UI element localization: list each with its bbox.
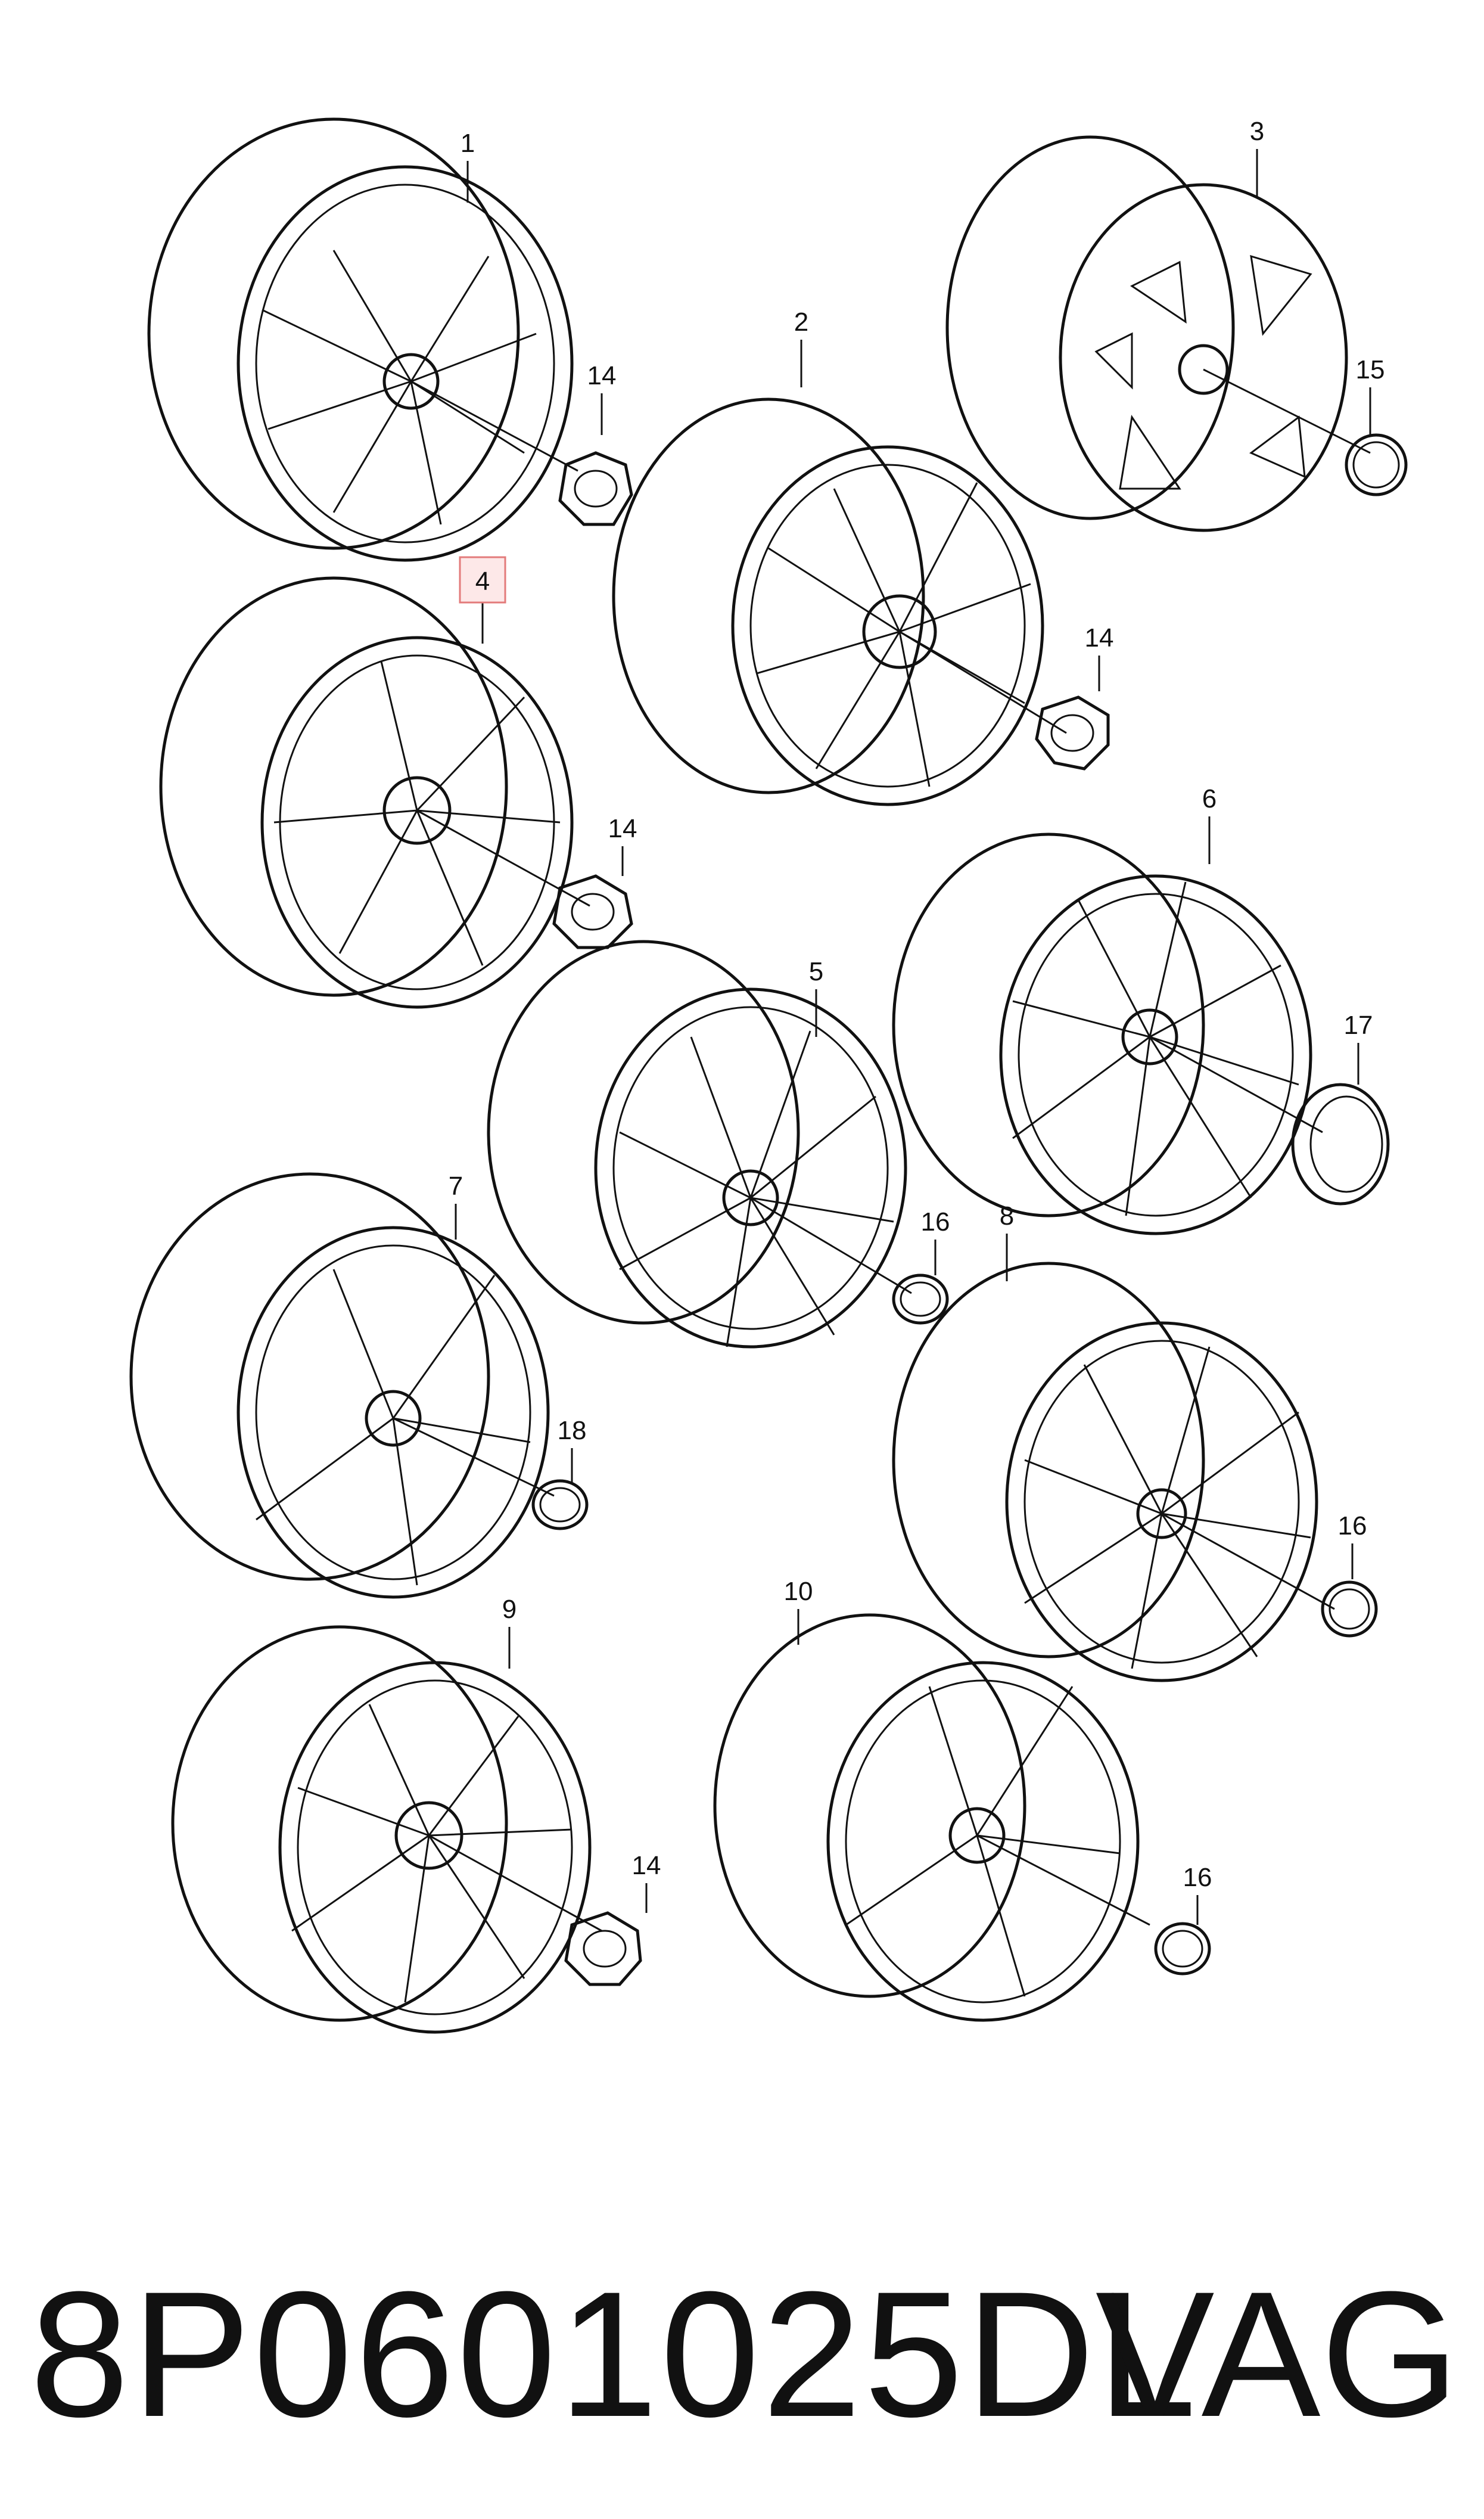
wheel-5[interactable]	[487, 940, 912, 1349]
center-cap-15[interactable]	[1345, 433, 1408, 496]
callout-14-a[interactable]: 14	[587, 361, 617, 390]
center-cap-17[interactable]	[1291, 1083, 1390, 1206]
callout-8[interactable]: 8	[1000, 1201, 1014, 1231]
part-number-row: 8P0601025DL VAG	[30, 2247, 1460, 2461]
center-cap-14-a[interactable]	[558, 451, 633, 526]
callout-6[interactable]: 6	[1202, 784, 1217, 813]
center-cap-18[interactable]	[531, 1479, 589, 1530]
callout-14-b[interactable]: 14	[1085, 623, 1114, 653]
callout-5[interactable]: 5	[809, 957, 823, 986]
center-cap-14-c[interactable]	[552, 874, 633, 949]
callout-16-c[interactable]: 16	[1183, 1863, 1212, 1892]
wheel-1[interactable]	[147, 117, 578, 562]
callout-16-b[interactable]: 16	[1338, 1511, 1367, 1540]
callout-18[interactable]: 18	[558, 1416, 587, 1445]
brand-name: VAG	[1095, 2254, 1460, 2454]
callout-3[interactable]: 3	[1250, 117, 1264, 146]
callout-4[interactable]: 4	[475, 567, 490, 596]
highlight-box	[459, 556, 506, 604]
wheel-9[interactable]	[171, 1625, 602, 2034]
callout-16-a[interactable]: 16	[921, 1207, 950, 1237]
wheel-2[interactable]	[612, 397, 1067, 806]
center-cap-16-b[interactable]	[1321, 1580, 1378, 1638]
wheel-7[interactable]	[129, 1172, 555, 1599]
callout-7[interactable]: 7	[449, 1172, 463, 1201]
center-cap-16-a[interactable]	[892, 1274, 949, 1325]
wheel-6[interactable]	[892, 833, 1323, 1235]
center-cap-14-b[interactable]	[1035, 695, 1110, 771]
callout-14-c[interactable]: 14	[608, 814, 637, 843]
part-number: 8P0601025DL	[30, 2254, 1199, 2454]
wheel-4[interactable]	[159, 576, 590, 1009]
leader-lines	[455, 149, 1371, 1925]
callout-15[interactable]: 15	[1356, 355, 1385, 384]
wheel-parts-diagram: 1 2 3 4 5 6 7 8 9 10 14 14 14 14 15 16 1…	[129, 117, 1408, 2034]
callout-9[interactable]: 9	[502, 1595, 517, 1624]
center-cap-14-d[interactable]	[564, 1911, 642, 1986]
wheel-8[interactable]	[892, 1262, 1335, 1682]
callout-14-d[interactable]: 14	[632, 1851, 661, 1880]
callout-1[interactable]: 1	[461, 129, 475, 158]
center-cap-16-c[interactable]	[1154, 1922, 1211, 1976]
callout-2[interactable]: 2	[794, 308, 808, 337]
callout-10[interactable]: 10	[784, 1577, 813, 1606]
wheel-10[interactable]	[713, 1613, 1150, 2022]
wheel-3[interactable]	[945, 135, 1371, 532]
callout-17[interactable]: 17	[1344, 1011, 1373, 1040]
